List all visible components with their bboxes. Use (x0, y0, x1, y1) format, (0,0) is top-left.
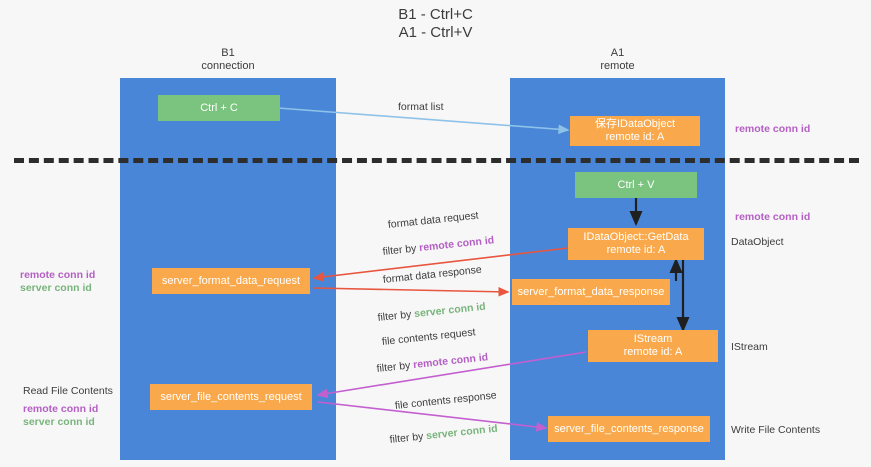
idataobject-getdata-node[interactable]: IDataObject::GetData remote id: A (568, 228, 704, 260)
server-file-contents-response-node[interactable]: server_file_contents_response (548, 416, 710, 442)
label-format-list: format list (398, 101, 444, 113)
right-label-dataobject: DataObject (731, 236, 784, 248)
right-label-write-file-contents: Write File Contents (731, 424, 821, 436)
remote-conn-id-text-1: remote conn id (418, 234, 495, 255)
right-label-istream: IStream (731, 341, 768, 353)
ctrl-c-node[interactable]: Ctrl + C (158, 95, 280, 121)
label-filter-by-server-2: filter by server conn id (388, 410, 499, 447)
left-label-remote-conn-id-1: remote conn id (20, 269, 96, 281)
right-label-remote-conn-id-top: remote conn id (735, 123, 811, 135)
column-header-b1: B1 connection (201, 47, 255, 72)
left-label-read-file-contents: Read File Contents (23, 385, 113, 397)
right-label-remote-conn-id-mid: remote conn id (735, 211, 811, 223)
label-format-data-response: format data response (382, 263, 483, 286)
filter-by-text-1: filter by (382, 242, 420, 258)
istream-node[interactable]: IStream remote id: A (588, 330, 718, 362)
filter-by-text-3: filter by (376, 359, 414, 375)
remote-conn-id-text-2: remote conn id (412, 351, 489, 372)
page-title: B1 - Ctrl+C A1 - Ctrl+V (398, 6, 473, 41)
left-label-server-conn-id-1: server conn id (20, 282, 92, 294)
server-conn-id-text-2: server conn id (425, 422, 499, 443)
left-label-remote-conn-id-2: remote conn id (23, 403, 99, 415)
left-label-server-conn-id-2: server conn id (23, 416, 95, 428)
server-file-contents-request-node[interactable]: server_file_contents_request (150, 384, 312, 410)
server-conn-id-text-1: server conn id (413, 300, 487, 321)
column-header-a1: A1 remote (600, 47, 635, 72)
label-filter-by-server-1: filter by server conn id (376, 288, 487, 325)
label-file-contents-response: file contents response (394, 389, 498, 412)
server-format-data-request-node[interactable]: server_format_data_request (152, 268, 310, 294)
filter-by-text-2: filter by (377, 308, 415, 324)
save-idataobject-node[interactable]: 保存IDataObject remote id: A (570, 116, 700, 146)
server-format-data-response-node[interactable]: server_format_data_response (512, 279, 670, 305)
phase-divider (14, 158, 859, 163)
ctrl-v-node[interactable]: Ctrl + V (575, 172, 697, 198)
filter-by-text-4: filter by (389, 430, 427, 446)
